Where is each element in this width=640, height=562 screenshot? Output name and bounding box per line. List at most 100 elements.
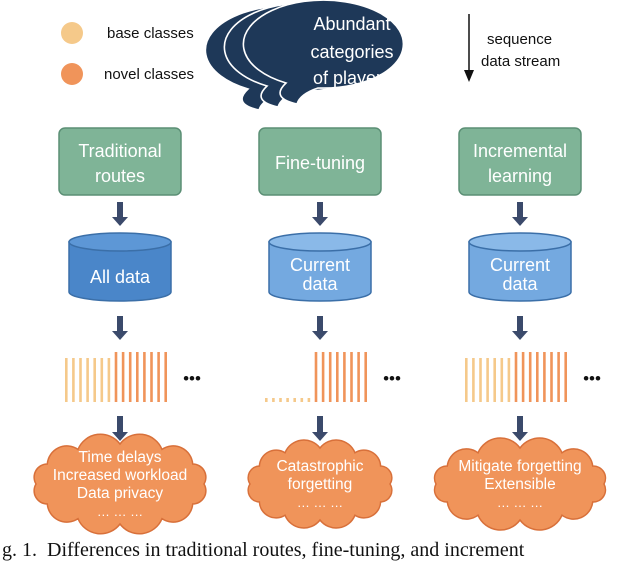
base-class-bar [300,398,304,402]
cloud-shape [33,433,207,535]
novel-class-bar [321,352,325,402]
arrow-data-to-bars [512,316,528,340]
novel-class-bar [343,352,346,402]
novel-class-bar [543,352,546,402]
class-bars: ••• [465,352,601,402]
arrow-head [512,432,528,441]
novel-class-bar [350,352,353,402]
base-class-bar [479,358,482,402]
base-class-bar [465,358,468,402]
legend-novel-swatch [61,63,83,85]
method-box-shape [258,127,382,196]
method-box-shape [58,127,182,196]
arrow-method-to-data [512,202,528,226]
base-class-bar [72,358,75,402]
novel-class-bar [528,352,532,402]
database-label-line-2: data [502,274,538,294]
stream-label-line-2: data stream [481,53,560,70]
novel-class-bar [557,352,560,402]
cloud-text-line-2: forgetting [288,476,353,493]
cloud-text-line-2: Increased workload [53,467,187,484]
cloud-ellipsis: … … … [497,495,543,510]
arrow-data-to-bars [112,316,128,340]
arrow-head [512,217,528,226]
column-2: Fine-tuningCurrentdata•••Catastrophicfor… [247,127,401,529]
cloud-shape [247,439,393,529]
bars-ellipsis: ••• [183,369,201,388]
base-class-bar [286,398,289,402]
arrow-shaft [517,316,523,332]
method-label-line-2: learning [488,166,552,186]
sequence-stream: sequence data stream [464,14,560,82]
novel-class-bar [364,352,367,402]
stream-label-line-1: sequence [487,31,552,48]
base-class-bar [486,358,489,402]
base-class-bar [79,358,82,402]
database-label: All data [90,267,151,287]
database-body [68,241,172,302]
base-class-bar [93,358,96,402]
database-body [268,241,372,302]
cloud-text-line-1: Mitigate forgetting [458,458,581,475]
arrow-bars-to-cloud [512,416,528,441]
legend-base-swatch [61,22,83,44]
cloud-shape [433,437,607,531]
arrow-shaft [517,416,523,433]
stream-arrow-head [464,70,474,82]
base-class-bar [500,358,504,402]
bars-ellipsis: ••• [583,369,601,388]
speech-bubble-3 [242,0,405,105]
bubble-text-line-2: categories [310,42,393,62]
novel-class-bar [550,352,553,402]
novel-class-bar [114,352,118,402]
base-class-bar [307,398,311,402]
database-top [268,232,372,252]
cloud-text-line-3: Data privacy [77,485,163,502]
arrow-shaft [117,316,123,332]
novel-class-bar [514,352,518,402]
arrow-head [312,217,328,226]
arrow-head [312,432,328,441]
arrow-shaft [117,416,123,433]
arrow-shaft [117,202,123,218]
arrow-shaft [517,202,523,218]
database-top [468,232,572,252]
novel-class-bar [150,352,153,402]
method-box: Fine-tuning [258,127,382,196]
base-class-bar [107,358,111,402]
legend: base classes novel classes [61,22,194,85]
novel-class-bar [128,352,132,402]
method-label-line-2: routes [95,166,145,186]
cloud-ellipsis: … … … [97,504,143,519]
novel-class-bar [336,352,339,402]
arrow-head [312,331,328,340]
novel-class-bar [157,352,160,402]
base-class-bar [100,358,104,402]
bubble-text-line-3: of players [313,68,391,88]
method-label-line-1: Incremental [473,141,567,161]
class-bars: ••• [265,352,401,402]
novel-class-bar [357,352,360,402]
method-box-shape [458,127,582,196]
base-class-bar [507,358,511,402]
method-label-line-1: Traditional [78,141,161,161]
novel-class-bar [121,352,125,402]
speech-bubble-shape [242,0,405,105]
base-class-bar [472,358,475,402]
arrow-head [112,432,128,441]
legend-novel-label: novel classes [104,66,194,83]
novel-class-bar [314,352,318,402]
class-bars: ••• [65,352,201,402]
bars-ellipsis: ••• [383,369,401,388]
cloud-ellipsis: … … … [297,495,343,510]
figure-caption: g. 1. Differences in traditional routes,… [2,539,525,561]
arrow-data-to-bars [312,316,328,340]
